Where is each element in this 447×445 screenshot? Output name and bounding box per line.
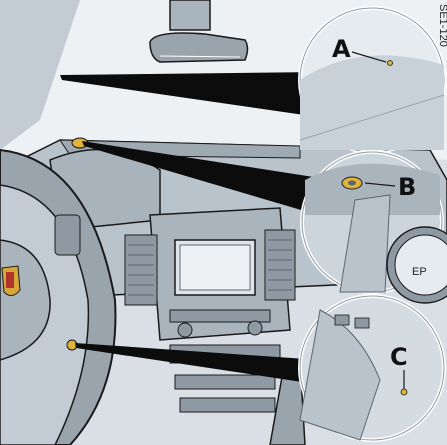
gauge-text: EP bbox=[412, 266, 427, 278]
callout-a-letter: A bbox=[332, 35, 351, 63]
callout-b-letter: B bbox=[398, 173, 416, 201]
image-reference-code: SE1-120 bbox=[437, 4, 447, 47]
callout-a bbox=[300, 8, 444, 152]
sensor-a bbox=[388, 61, 393, 66]
wheel-buttons bbox=[55, 215, 80, 255]
sensor-c bbox=[401, 389, 407, 395]
callout-c-letter: C bbox=[390, 343, 408, 371]
callout-c bbox=[300, 296, 444, 440]
